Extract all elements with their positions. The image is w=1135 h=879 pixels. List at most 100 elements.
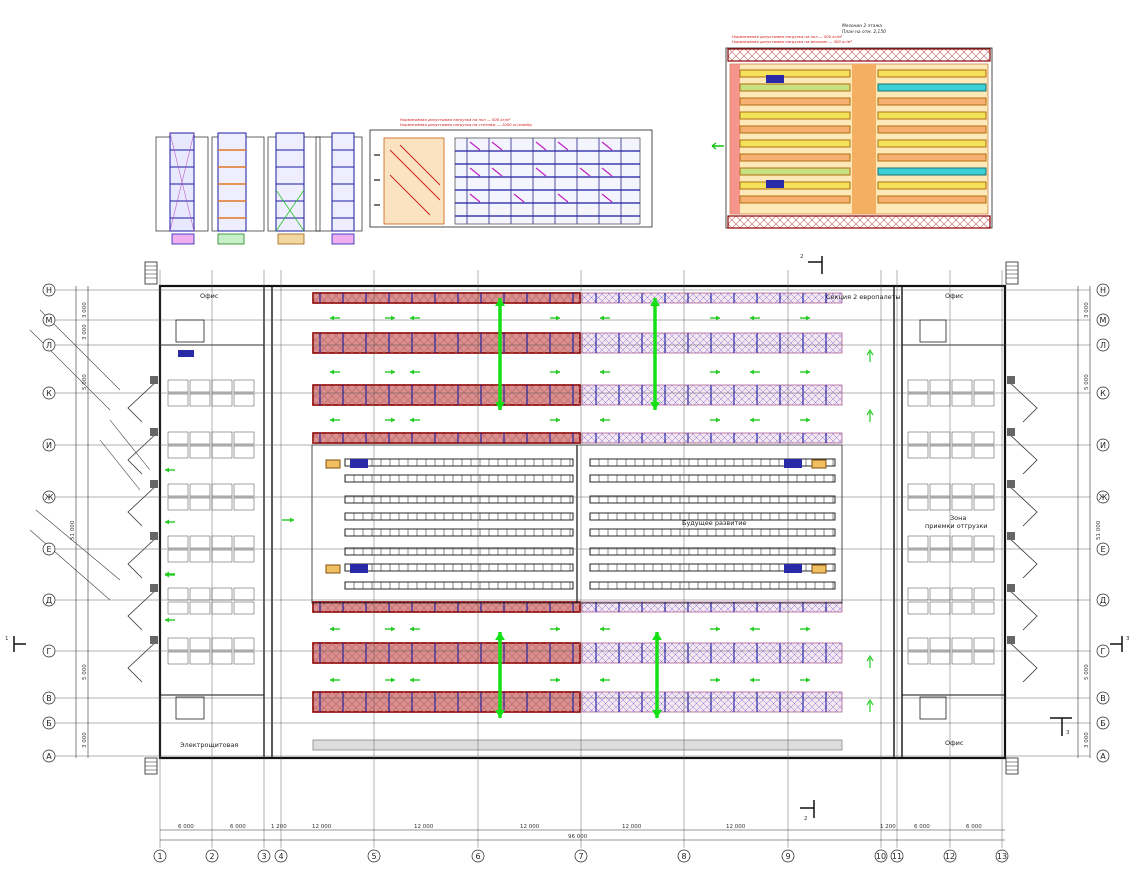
row-axis-label: Ж bbox=[1099, 493, 1108, 502]
arrow-head bbox=[391, 677, 395, 683]
arrow-head bbox=[410, 677, 414, 683]
row-axis-label: И bbox=[1100, 441, 1106, 450]
arrow-head bbox=[750, 315, 754, 321]
arrow-head bbox=[716, 626, 720, 632]
grid-bubble bbox=[42, 749, 56, 763]
row-axis-label: А bbox=[1100, 752, 1106, 761]
pallet-slot bbox=[951, 637, 973, 651]
arrow-head bbox=[165, 467, 169, 473]
dim-side: 3 000 bbox=[82, 324, 88, 340]
rack-hatch bbox=[313, 333, 580, 353]
pallet-slot bbox=[907, 601, 929, 615]
aisle-arrow bbox=[866, 348, 874, 362]
section-mark-right: 3 bbox=[1126, 636, 1130, 642]
aisle-arrow bbox=[866, 698, 874, 712]
arrow-head bbox=[165, 519, 169, 525]
pallet-slot bbox=[973, 637, 995, 651]
dim-side: 3 000 bbox=[1084, 302, 1090, 318]
pallet-slot bbox=[211, 483, 233, 497]
column-axis-label: 5 bbox=[371, 852, 376, 861]
section-mark-right-small: 3 bbox=[1066, 730, 1070, 736]
pallet-slot bbox=[189, 497, 211, 511]
rack-elevation-1 bbox=[155, 132, 209, 245]
section-mark-left: 1 bbox=[5, 636, 9, 642]
forklift-icon bbox=[784, 564, 802, 573]
section-note-1: Нормативная допустимая нагрузка на пол —… bbox=[400, 117, 511, 122]
rack-hatch bbox=[582, 692, 842, 712]
pallet-slot bbox=[233, 431, 255, 445]
loading-docks-right bbox=[1006, 376, 1038, 683]
row-axis-label: Б bbox=[46, 719, 52, 728]
dock-door bbox=[150, 584, 158, 592]
grid-bubble bbox=[205, 849, 219, 863]
grid-bubble bbox=[781, 849, 795, 863]
shelving-unit bbox=[344, 528, 574, 537]
grid-bubble bbox=[471, 849, 485, 863]
receiving-zone-label-1: Зона bbox=[950, 514, 966, 522]
arrow-head bbox=[750, 369, 754, 375]
section-elevation-views: Нормативная допустимая нагрузка на пол —… bbox=[155, 117, 653, 245]
traffic-arrows bbox=[165, 298, 874, 718]
pallet-slot bbox=[233, 535, 255, 549]
pallet-slot bbox=[907, 637, 929, 651]
section-marks: 2 2 1 3 3 bbox=[5, 254, 1130, 822]
mezzanine-note-1: Нормативная допустимая нагрузка на пол —… bbox=[732, 34, 843, 39]
dock-leveller bbox=[1006, 535, 1038, 579]
pallet-slot bbox=[907, 393, 929, 407]
forklift-icon bbox=[350, 564, 368, 573]
dim-side: 3 000 bbox=[1084, 732, 1090, 748]
arrow-head bbox=[410, 417, 414, 423]
mezzanine-plan: Мезонин 2 этажа План на отм. 2,150 Норма… bbox=[711, 23, 993, 229]
row-axis-label: В bbox=[46, 694, 52, 703]
arrow-head bbox=[600, 677, 604, 683]
row-axis-label: Ж bbox=[45, 493, 54, 502]
grid-bubble bbox=[42, 644, 56, 658]
grid-bubble bbox=[42, 313, 56, 327]
rack-elevation-4 bbox=[315, 132, 363, 245]
pallet-slot bbox=[973, 587, 995, 601]
pallet-slot bbox=[189, 535, 211, 549]
rack-hatch bbox=[313, 602, 580, 612]
pallet-slot bbox=[973, 393, 995, 407]
main-floor-plan: Офис Офис Офис Электрощитовая Будущее ра… bbox=[5, 254, 1130, 848]
row-axis-label: Б bbox=[1100, 719, 1106, 728]
pallet-slot bbox=[211, 549, 233, 563]
pallet-slot bbox=[973, 601, 995, 615]
dim-overall-side: 51 000 bbox=[1096, 520, 1102, 540]
pallet-slot bbox=[907, 549, 929, 563]
row-axis-label: И bbox=[46, 441, 52, 450]
grid-bubble bbox=[1096, 338, 1110, 352]
grid-bubble bbox=[1096, 283, 1110, 297]
rack-hatch bbox=[582, 433, 842, 443]
pallet-slot bbox=[929, 445, 951, 459]
pallet-slot bbox=[167, 379, 189, 393]
pallet-slot bbox=[233, 445, 255, 459]
arrow-head bbox=[806, 315, 810, 321]
pallet-slot bbox=[233, 601, 255, 615]
dim-span: 6 000 bbox=[178, 824, 194, 830]
rack-hatch bbox=[582, 643, 842, 663]
pallet-slot bbox=[233, 651, 255, 665]
aisle-arrow bbox=[866, 654, 874, 668]
row-axis-label: Л bbox=[46, 341, 52, 350]
arrow-head bbox=[165, 617, 169, 623]
receiving-zone-label-2: приемки отгрузки bbox=[925, 522, 987, 530]
pallet-slot bbox=[167, 497, 189, 511]
row-axis-label: Л bbox=[1100, 341, 1106, 350]
arrow-head bbox=[600, 417, 604, 423]
pallet-slot bbox=[929, 431, 951, 445]
forklift-icon bbox=[766, 75, 784, 83]
rack-hatch bbox=[313, 385, 580, 405]
rack-hatch bbox=[582, 293, 842, 303]
grid-bubble bbox=[153, 849, 167, 863]
dim-side: 5 000 bbox=[1084, 664, 1090, 680]
dock-door bbox=[1007, 532, 1015, 540]
arrow-head bbox=[556, 417, 560, 423]
column-axis-label: 3 bbox=[261, 852, 266, 861]
column-axis-label: 6 bbox=[475, 852, 480, 861]
shelving-unit bbox=[344, 458, 574, 467]
arrow-head bbox=[391, 315, 395, 321]
column-axis-label: 8 bbox=[681, 852, 686, 861]
grid-bubble bbox=[677, 849, 691, 863]
row-axis-label: Е bbox=[1100, 545, 1105, 554]
